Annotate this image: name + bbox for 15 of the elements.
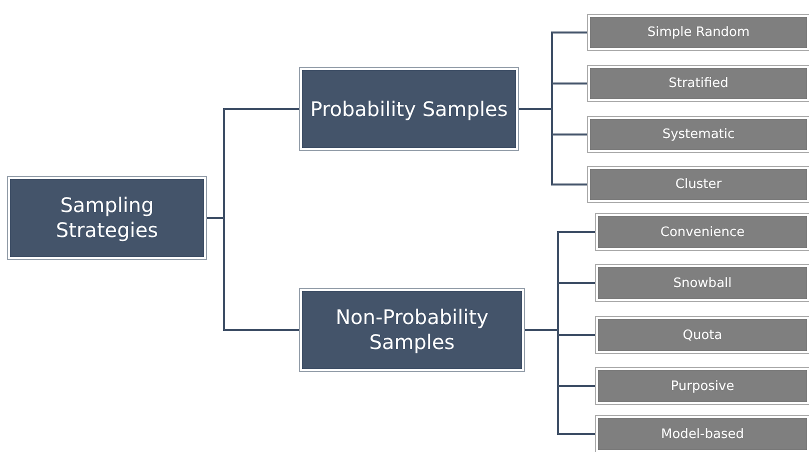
method-box: Stratified bbox=[588, 66, 809, 101]
method-box: Convenience bbox=[596, 214, 809, 250]
method-box: Systematic bbox=[588, 117, 809, 152]
connector-line bbox=[206, 217, 300, 331]
category-box: Sampling Strategies bbox=[8, 177, 206, 259]
connector-line bbox=[518, 108, 588, 186]
category-box: Probability Samples bbox=[300, 68, 518, 150]
connector-line bbox=[524, 329, 596, 435]
method-box: Snowball bbox=[596, 265, 809, 301]
method-box: Cluster bbox=[588, 167, 809, 202]
method-box: Simple Random bbox=[588, 15, 809, 50]
method-box: Model-based bbox=[596, 416, 809, 452]
method-box: Quota bbox=[596, 317, 809, 353]
category-box: Non-Probability Samples bbox=[300, 289, 524, 371]
method-box: Purposive bbox=[596, 368, 809, 404]
